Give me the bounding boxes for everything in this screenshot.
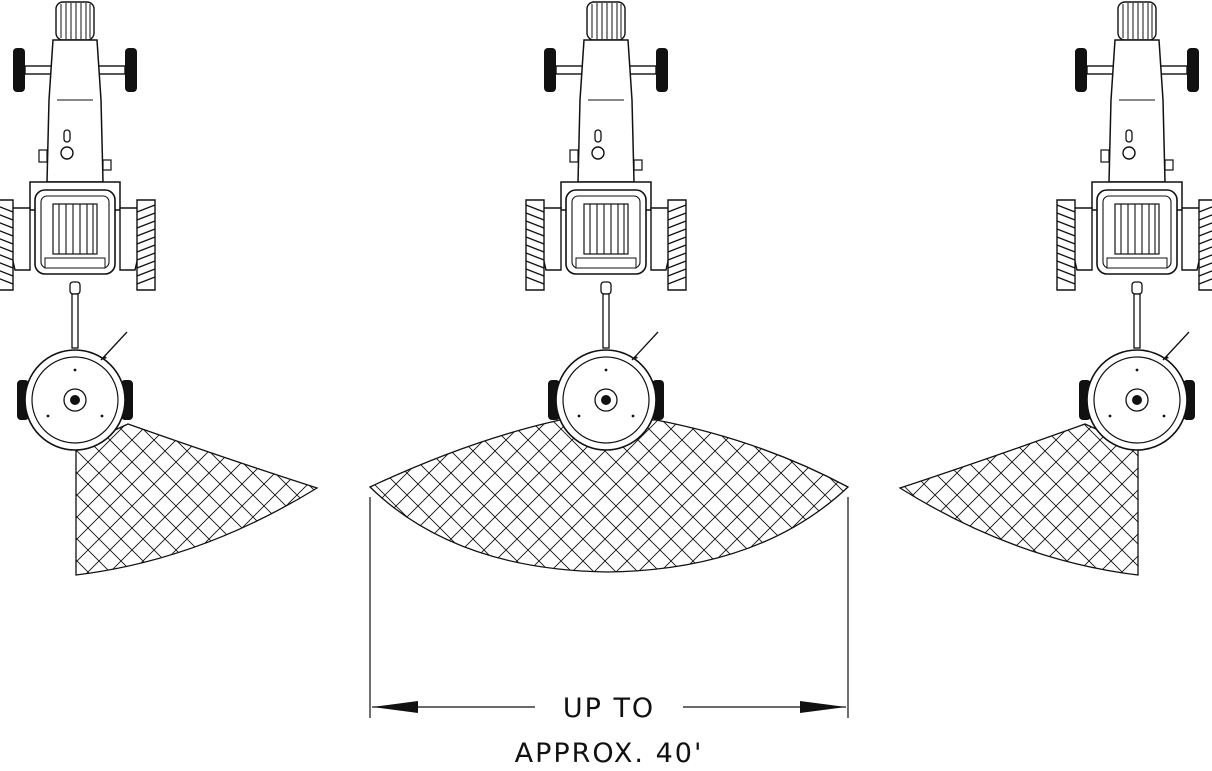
left-tractor (0, 1, 156, 451)
arrowhead-left-icon (372, 701, 418, 713)
right-spread-pattern (898, 423, 1139, 576)
dimension-label-line2: APPROX. 40' (515, 738, 704, 769)
arrowhead-right-icon (800, 701, 846, 713)
width-dimension: UP TO APPROX. 40' (369, 497, 849, 769)
center-spread-figure (368, 1, 850, 573)
dimension-label-line1: UP TO (563, 693, 655, 724)
center-spread-pattern (368, 419, 850, 573)
right-spread-figure (898, 1, 1212, 576)
left-spread-pattern (75, 423, 319, 576)
left-spread-figure (0, 1, 319, 576)
right-tractor (1056, 1, 1212, 451)
center-tractor (525, 1, 687, 451)
